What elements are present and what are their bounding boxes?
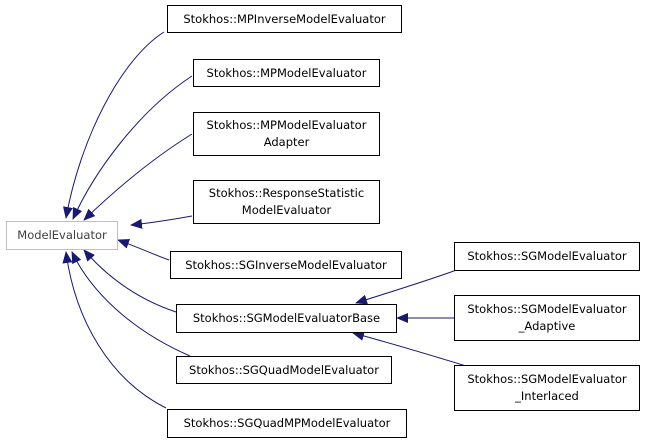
node-label: Stokhos::SGInverseModelEvaluator	[185, 257, 387, 272]
node-response-statistic-model-evaluator[interactable]: Stokhos::ResponseStatistic ModelEvaluato…	[193, 180, 380, 224]
node-label: Stokhos::SGModelEvaluatorBase	[192, 311, 381, 325]
node-sg-quad-mp-model-evaluator[interactable]: Stokhos::SGQuadMPModelEvaluator	[167, 409, 407, 438]
node-label-line2: ModelEvaluator	[241, 203, 332, 217]
edge-mp-model	[72, 75, 193, 220]
node-label-line1: Stokhos::SGModelEvaluator	[467, 302, 627, 316]
node-label: Stokhos::SGModelEvaluator	[467, 249, 627, 263]
node-label: ModelEvaluator	[17, 228, 107, 242]
edge-sg-quad-mp	[62, 251, 167, 409]
node-sg-model-evaluator[interactable]: Stokhos::SGModelEvaluator	[454, 242, 640, 271]
node-sg-model-evaluator-adaptive[interactable]: Stokhos::SGModelEvaluator _Adaptive	[454, 295, 640, 341]
node-label-line2: _Adaptive	[518, 319, 576, 333]
node-sg-model-evaluator-base[interactable]: Stokhos::SGModelEvaluatorBase	[176, 304, 397, 333]
node-label-line1: Stokhos::MPModelEvaluator	[206, 118, 367, 132]
node-label: Stokhos::SGQuadMPModelEvaluator	[183, 416, 391, 430]
node-label: Stokhos::MPModelEvaluator	[206, 65, 367, 80]
node-label: Stokhos::SGQuadModelEvaluator	[189, 362, 379, 377]
edge-sg-interlaced	[352, 331, 467, 367]
edge-sg-inverse	[117, 239, 170, 261]
node-label-line2: Adapter	[263, 135, 310, 149]
node-label-line1: Stokhos::ResponseStatistic	[208, 186, 365, 200]
node-mp-model-evaluator[interactable]: Stokhos::MPModelEvaluator	[193, 59, 380, 87]
node-label-line1: Stokhos::SGModelEvaluator	[467, 372, 627, 386]
node-model-evaluator: ModelEvaluator	[6, 221, 118, 250]
edge-mp-inverse	[63, 31, 165, 219]
edge-sg-model	[355, 267, 463, 305]
node-sg-quad-model-evaluator[interactable]: Stokhos::SGQuadModelEvaluator	[176, 356, 392, 384]
edge-sg-base	[83, 249, 177, 313]
edge-sg-quad	[71, 251, 191, 357]
node-mp-model-evaluator-adapter[interactable]: Stokhos::MPModelEvaluator Adapter	[193, 112, 380, 156]
node-label-line2: _Interlaced	[515, 389, 579, 403]
node-sg-model-evaluator-interlaced[interactable]: Stokhos::SGModelEvaluator _Interlaced	[454, 365, 640, 411]
node-sg-inverse-model-evaluator[interactable]: Stokhos::SGInverseModelEvaluator	[170, 251, 402, 279]
edge-mp-adapter	[83, 133, 193, 221]
edge-response-stat	[130, 215, 193, 229]
node-mp-inverse-model-evaluator[interactable]: Stokhos::MPInverseModelEvaluator	[167, 5, 402, 33]
node-label: Stokhos::MPInverseModelEvaluator	[183, 11, 386, 26]
